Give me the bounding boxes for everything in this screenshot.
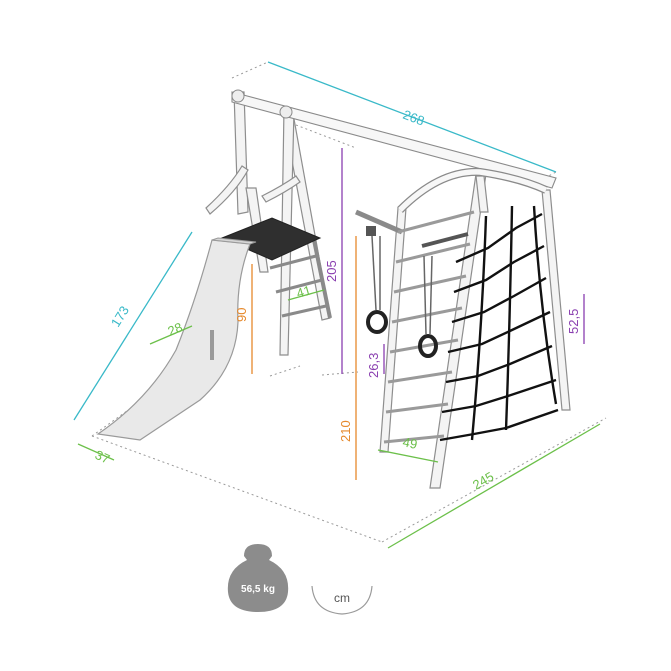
label-slide-width: 28 [166,319,185,338]
slide [96,237,257,441]
climbing-frame [355,167,571,489]
label-ring-height: 52,5 [566,309,581,334]
label-slide-base: 37 [93,447,112,467]
dim-green [77,289,601,549]
platform [220,217,322,261]
label-total-height: 210 [338,420,353,442]
label-slide-length: 173 [108,303,132,329]
gymnastic-rings [366,226,438,358]
measure-arc-icon [311,585,373,615]
climbing-net [439,205,559,442]
dim-cyan [73,61,557,421]
dim-purple [341,148,585,374]
dim-orange [251,236,357,480]
label-platform-height: 90 [234,308,249,322]
label-ring-size: 26,3 [366,353,381,378]
unit-badge: cm [311,585,373,615]
label-top-length: 268 [401,107,427,129]
label-net-step: 49 [401,434,418,452]
unit-label: cm [334,591,350,605]
label-swing-height: 205 [324,260,339,282]
kettlebell-icon [227,544,289,612]
weight-badge: 56,5 kg [227,544,289,612]
weight-label: 56,5 kg [241,584,275,595]
label-step-width: 41 [295,282,313,300]
label-base-length: 245 [470,469,496,493]
ground-guides [91,61,607,543]
